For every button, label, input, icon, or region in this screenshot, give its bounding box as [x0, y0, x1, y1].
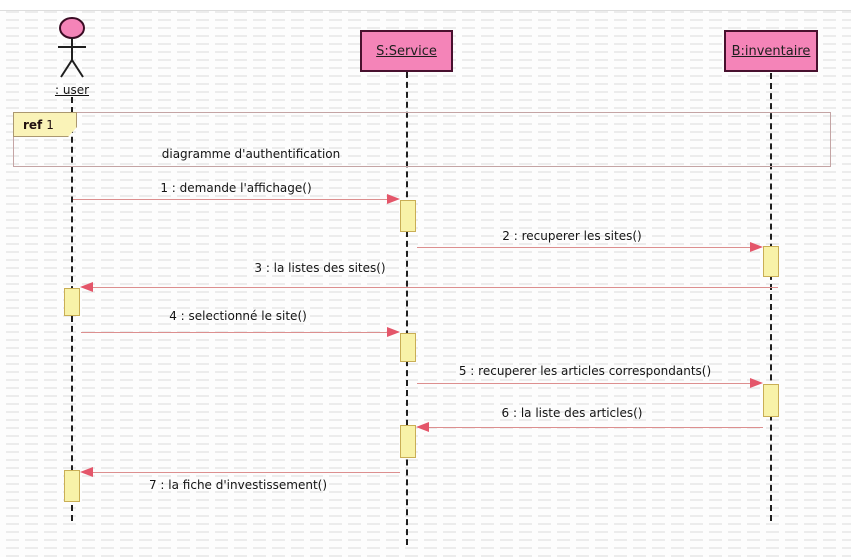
- message-4-line[interactable]: [81, 332, 387, 333]
- object-box-inventaire-label: B:inventaire: [731, 43, 811, 59]
- object-box-inventaire[interactable]: B:inventaire: [724, 30, 818, 72]
- message-6-label[interactable]: 6 : la liste des articles(): [501, 406, 643, 420]
- arrowhead-right-icon: [750, 242, 763, 252]
- ref-fragment-body: diagramme d'authentification: [161, 147, 341, 161]
- activation-inventaire-1[interactable]: [763, 246, 779, 277]
- object-box-service-label: S:Service: [376, 43, 437, 59]
- message-2-line[interactable]: [417, 247, 750, 248]
- stick-figure-icon: [58, 17, 86, 78]
- message-4-label[interactable]: 4 : selectionné le site(): [169, 309, 307, 323]
- message-6-line[interactable]: [429, 427, 763, 428]
- arrowhead-left-icon: [80, 282, 93, 292]
- arrowhead-left-icon: [80, 467, 93, 477]
- arrowhead-right-icon: [750, 378, 763, 388]
- ref-fragment-frame[interactable]: ref 1 diagramme d'authentification: [13, 112, 831, 167]
- actor-user-label: : user: [54, 83, 90, 97]
- message-3-label[interactable]: 3 : la listes des sites(): [254, 261, 386, 275]
- arrowhead-left-icon: [416, 422, 429, 432]
- message-1-line[interactable]: [73, 199, 387, 200]
- ref-fragment-pentagon: ref 1: [13, 112, 77, 137]
- activation-service-1[interactable]: [400, 200, 416, 232]
- ref-number: 1: [46, 117, 54, 132]
- arrowhead-right-icon: [387, 327, 400, 337]
- message-3-line[interactable]: [93, 287, 778, 288]
- lifeline-service[interactable]: [406, 72, 408, 545]
- canvas-top-border: [0, 10, 851, 11]
- canvas-texture-background: [0, 11, 851, 557]
- activation-service-2[interactable]: [400, 333, 416, 362]
- message-2-label[interactable]: 2 : recuperer les sites(): [502, 229, 642, 243]
- message-1-label[interactable]: 1 : demande l'affichage(): [160, 181, 312, 195]
- message-7-label[interactable]: 7 : la fiche d'investissement(): [148, 478, 328, 492]
- activation-user-1[interactable]: [64, 288, 80, 316]
- arrowhead-right-icon: [387, 194, 400, 204]
- ref-keyword: ref: [23, 117, 43, 132]
- message-5-label[interactable]: 5 : recuperer les articles correspondant…: [458, 364, 712, 378]
- message-5-line[interactable]: [417, 383, 750, 384]
- activation-user-2[interactable]: [64, 470, 80, 502]
- actor-user[interactable]: [50, 12, 94, 82]
- lifeline-inventaire[interactable]: [770, 73, 772, 521]
- message-7-line[interactable]: [93, 472, 400, 473]
- activation-service-3[interactable]: [400, 425, 416, 458]
- activation-inventaire-2[interactable]: [763, 384, 779, 417]
- object-box-service[interactable]: S:Service: [360, 30, 453, 72]
